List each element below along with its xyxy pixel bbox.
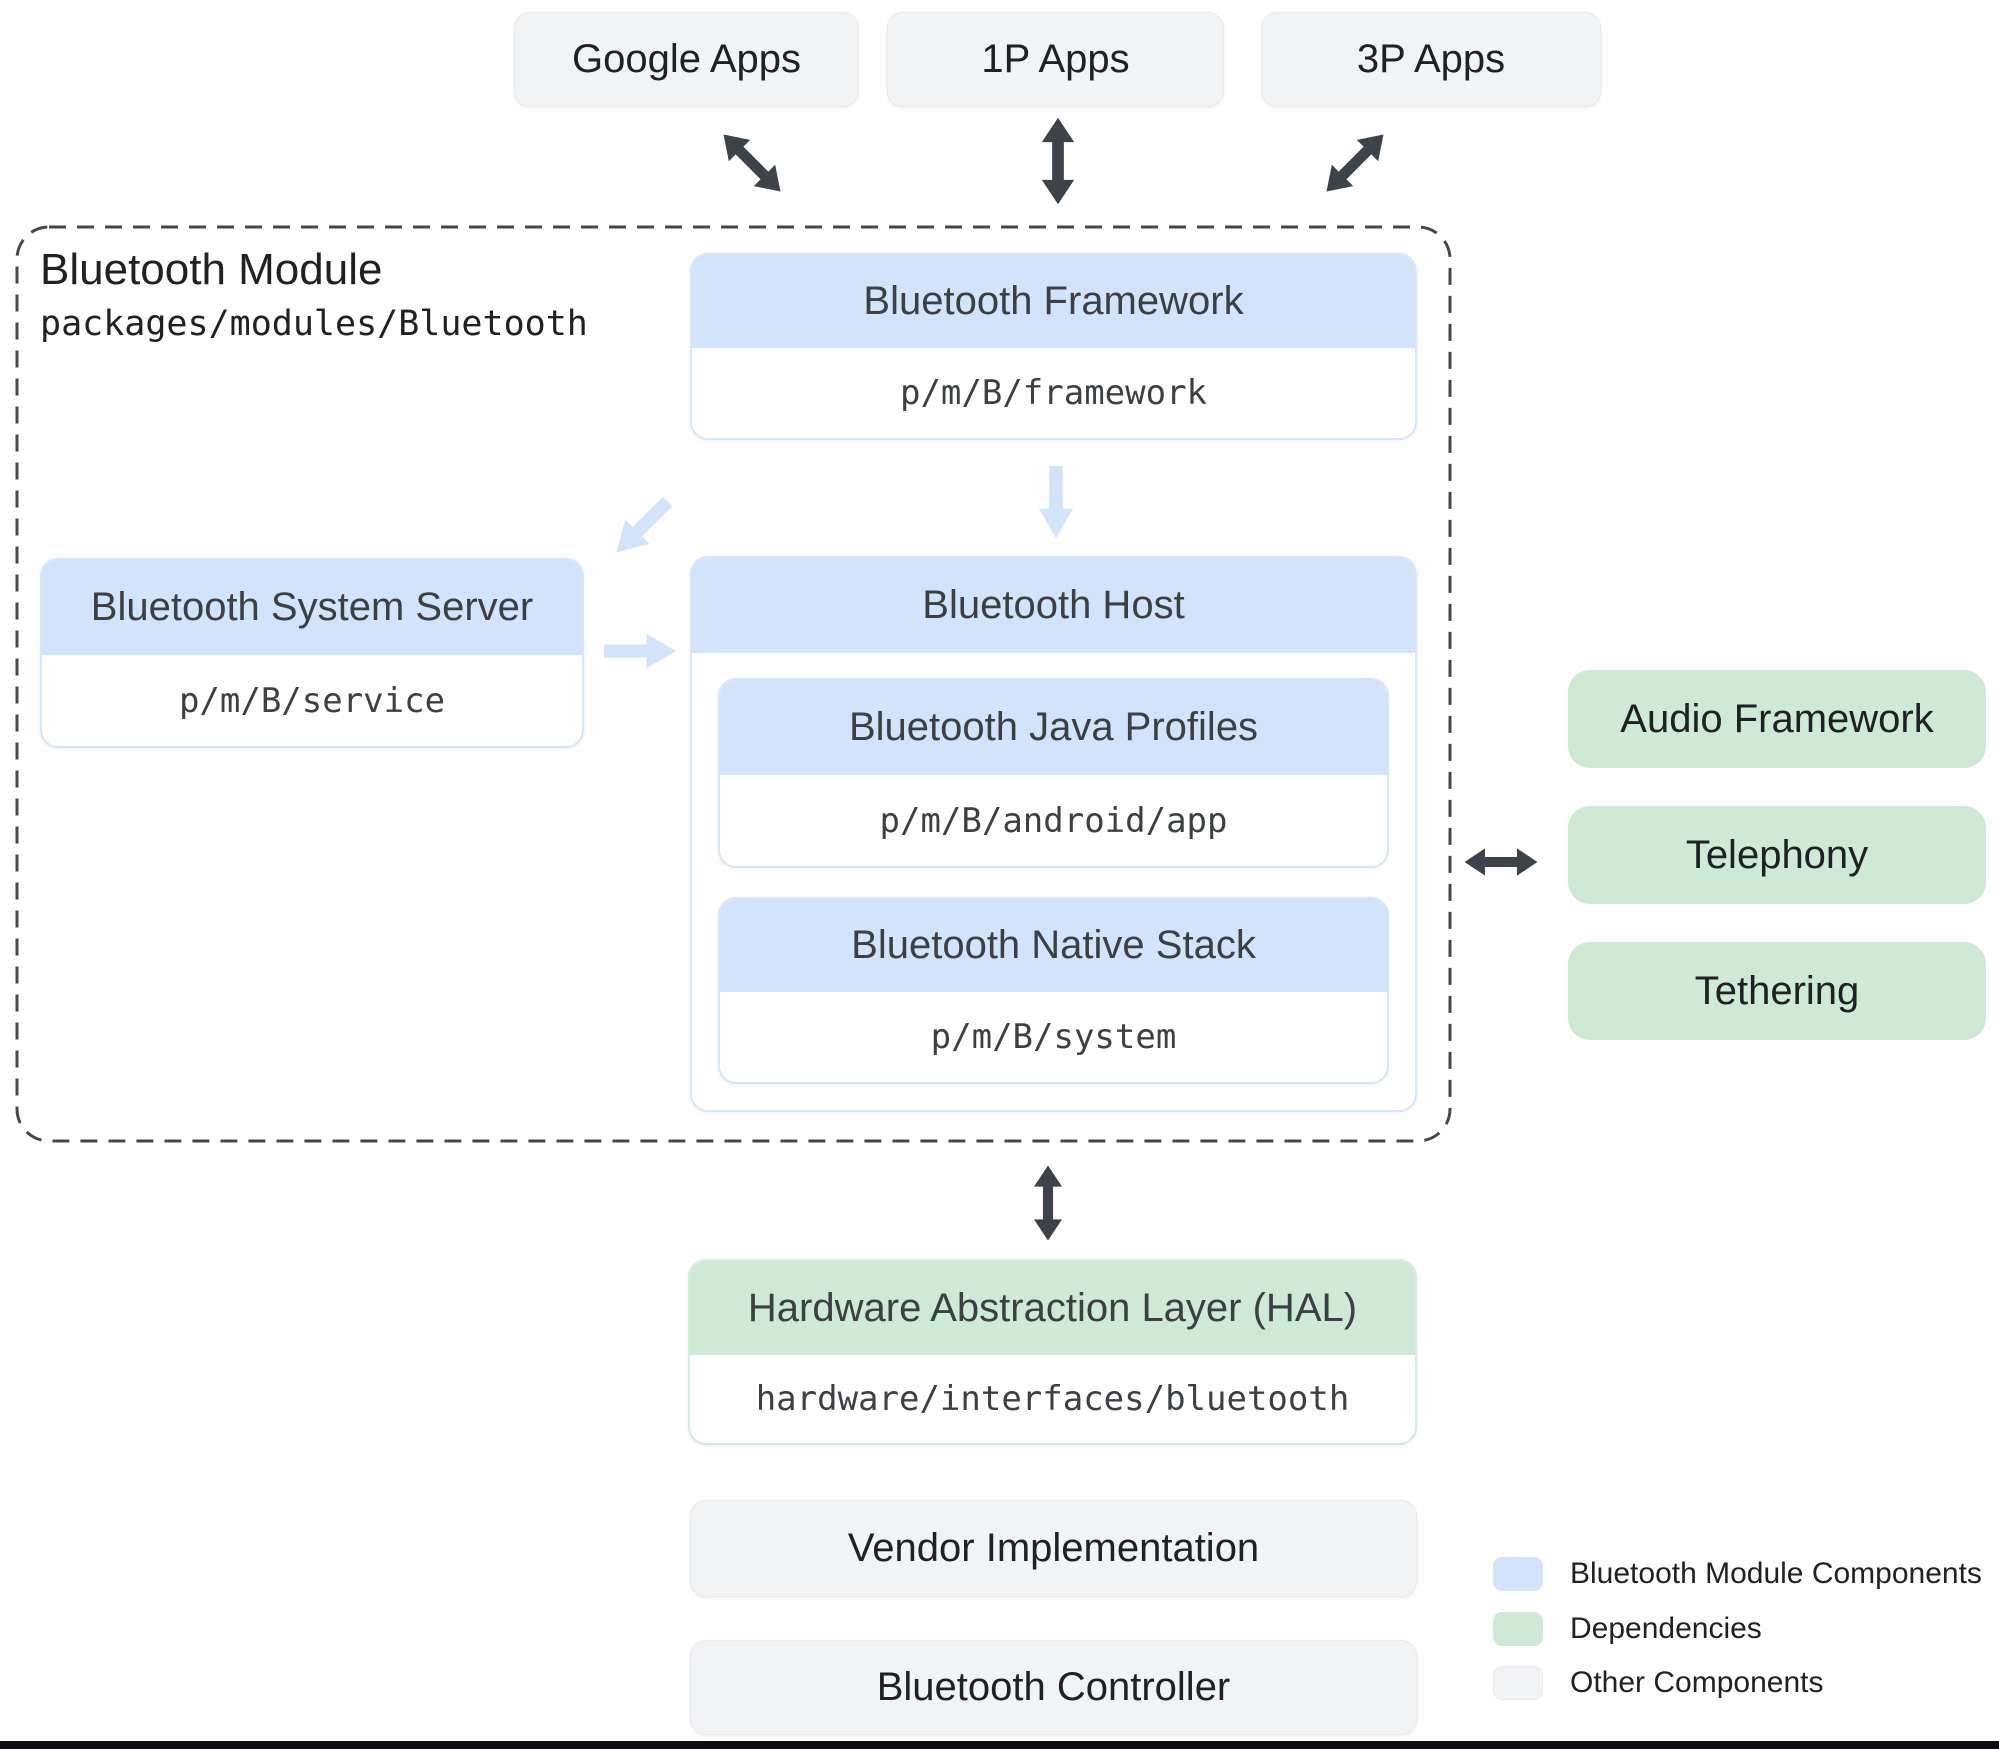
bluetooth-java-profiles-title: Bluetooth Java Profiles bbox=[720, 680, 1387, 775]
bottom-edge-bar bbox=[0, 1741, 1999, 1749]
tethering-box: Tethering bbox=[1568, 942, 1986, 1040]
bluetooth-system-server-title: Bluetooth System Server bbox=[42, 560, 582, 655]
legend-label-dependencies: Dependencies bbox=[1570, 1612, 1762, 1645]
vendor-implementation-box: Vendor Implementation bbox=[690, 1500, 1417, 1597]
down-arrow-icon bbox=[1038, 465, 1074, 539]
bluetooth-system-server-box: Bluetooth System Server p/m/B/service bbox=[40, 558, 584, 748]
first-party-apps-label: 1P Apps bbox=[981, 37, 1130, 81]
bluetooth-system-server-path: p/m/B/service bbox=[42, 655, 582, 746]
bluetooth-native-stack-title: Bluetooth Native Stack bbox=[720, 899, 1387, 992]
down-left-arrow-icon bbox=[616, 496, 673, 553]
bluetooth-framework-box: Bluetooth Framework p/m/B/framework bbox=[690, 253, 1417, 440]
third-party-apps-box: 3P Apps bbox=[1261, 12, 1601, 107]
bluetooth-java-profiles-box: Bluetooth Java Profiles p/m/B/android/ap… bbox=[718, 678, 1389, 868]
tethering-label: Tethering bbox=[1694, 968, 1860, 1013]
legend-label-module: Bluetooth Module Components bbox=[1570, 1557, 1982, 1590]
audio-framework-label: Audio Framework bbox=[1620, 696, 1934, 741]
hal-path: hardware/interfaces/bluetooth bbox=[690, 1355, 1415, 1443]
telephony-box: Telephony bbox=[1568, 806, 1986, 904]
google-apps-box: Google Apps bbox=[514, 12, 859, 107]
bidirectional-vertical-arrow-icon bbox=[1041, 117, 1075, 205]
bidirectional-diagonal-arrow-icon bbox=[1326, 134, 1384, 192]
legend-swatch-other bbox=[1493, 1666, 1543, 1700]
bidirectional-vertical-arrow-icon bbox=[1033, 1165, 1063, 1241]
telephony-label: Telephony bbox=[1685, 832, 1869, 877]
vendor-implementation-label: Vendor Implementation bbox=[847, 1526, 1260, 1570]
bluetooth-host-title: Bluetooth Host bbox=[692, 558, 1415, 653]
legend-swatch-module bbox=[1493, 1557, 1543, 1591]
bidirectional-diagonal-arrow-icon bbox=[723, 134, 781, 192]
audio-framework-box: Audio Framework bbox=[1568, 670, 1986, 768]
hal-box: Hardware Abstraction Layer (HAL) hardwar… bbox=[688, 1259, 1417, 1445]
bluetooth-java-profiles-path: p/m/B/android/app bbox=[720, 775, 1387, 866]
legend-label-other: Other Components bbox=[1570, 1666, 1824, 1699]
right-arrow-icon bbox=[603, 633, 677, 669]
legend-swatch-dependencies bbox=[1493, 1612, 1543, 1646]
bluetooth-native-stack-path: p/m/B/system bbox=[720, 992, 1387, 1082]
google-apps-label: Google Apps bbox=[571, 37, 802, 81]
bluetooth-native-stack-box: Bluetooth Native Stack p/m/B/system bbox=[718, 897, 1389, 1084]
third-party-apps-label: 3P Apps bbox=[1356, 37, 1506, 81]
bluetooth-framework-path: p/m/B/framework bbox=[692, 348, 1415, 438]
bluetooth-framework-title: Bluetooth Framework bbox=[692, 255, 1415, 348]
first-party-apps-box: 1P Apps bbox=[887, 12, 1224, 107]
bluetooth-controller-label: Bluetooth Controller bbox=[876, 1665, 1231, 1709]
bluetooth-module-path: packages/modules/Bluetooth bbox=[40, 304, 588, 344]
bluetooth-module-outline bbox=[15, 225, 1452, 1143]
bluetooth-module-title: Bluetooth Module bbox=[40, 245, 383, 294]
bidirectional-horizontal-arrow-icon bbox=[1464, 848, 1538, 876]
bluetooth-controller-box: Bluetooth Controller bbox=[690, 1640, 1417, 1735]
hal-title: Hardware Abstraction Layer (HAL) bbox=[690, 1261, 1415, 1355]
